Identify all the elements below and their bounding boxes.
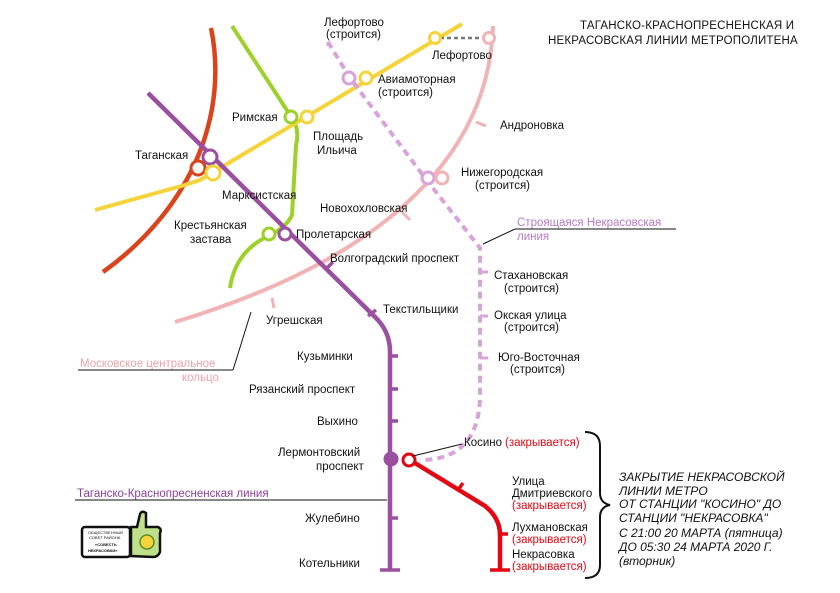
taganskaya-transfer (189, 148, 222, 182)
label-ploshchad-ilyicha-1: Площадь (313, 131, 363, 143)
notice-line-6: ДО 05:30 24 МАРТА 2020 Г. (617, 540, 772, 554)
nekrasovka-construction-line (326, 40, 482, 462)
label-krestyanskaya-2: застава (190, 234, 232, 246)
notice-line-1: ЗАКРЫТИЕ НЕКРАСОВСКОЙ (619, 468, 785, 484)
label-okskaya-1: Окская улица (494, 310, 567, 322)
legend-nekrasovka-2: линия (517, 231, 549, 243)
mck-legend-leader (232, 311, 252, 371)
label-nekrasovka: Некрасовка (512, 549, 575, 561)
notice-line-3: ОТ СТАНЦИИ "КОСИНО" ДО (619, 497, 781, 511)
label-dmitrievskogo-2: Дмитриевского (512, 488, 592, 500)
label-marksistskaya: Марксистская (222, 190, 296, 202)
label-yugo-vostochnaya-1: Юго-Восточная (498, 352, 580, 364)
notice-line-4: СТАНЦИИ "НЕКРАСОВКА" (619, 511, 768, 525)
label-lefortovo-construction-1: Лефортово (324, 17, 384, 29)
label-zhulebino: Жулебино (305, 513, 360, 525)
mck-tick-novokhokhlovskaya (400, 210, 412, 222)
label-proletarskaya: Пролетарская (296, 229, 371, 241)
kosino-leader (412, 443, 463, 457)
label-kosino: Косино(закрывается) (464, 437, 580, 449)
label-novokhokhlovskaya: Новохохловская (320, 203, 407, 215)
legend-tkl: Таганско-Краснопресненская линия (77, 488, 269, 500)
label-yugo-vostochnaya-2: (строится) (510, 364, 565, 376)
lermontovsky-kosino-transfer (383, 451, 417, 468)
legend-mck-2: кольцо (182, 372, 219, 384)
koltsevaya-line (101, 27, 218, 274)
label-nizhegorodskaya-1: Нижегородская (461, 167, 543, 179)
rimskaya-transfer (283, 109, 315, 125)
label-kosino-status: (закрывается) (505, 437, 580, 449)
closure-tick-dmitrievskogo (456, 481, 465, 492)
mck-line (174, 25, 495, 324)
nizhegorodskaya-transfer (420, 170, 450, 186)
label-volgogradsky: Волгоградский проспект (330, 253, 460, 265)
lefortovo-transfer (428, 31, 496, 45)
label-lefortovo: Лефортово (432, 50, 492, 62)
label-okskaya-2: (строится) (504, 322, 559, 334)
legend-nekrasovka-1: Строящаяся Некрасовская (517, 217, 661, 229)
title-line-1: ТАГАНСКО-КРАСНОПРЕСНЕНСКАЯ И (580, 20, 794, 32)
label-lefortovo-construction-2: (строится) (326, 29, 381, 41)
notice-bracket (584, 431, 611, 579)
label-lermontovsky-1: Лермонтовский (278, 447, 360, 459)
label-andronovka: Андроновка (500, 120, 565, 132)
label-stakhanovskaya-2: (строится) (504, 283, 559, 295)
label-vykhino: Выхино (317, 416, 358, 428)
label-kuzminki: Кузьминки (297, 351, 353, 363)
label-dmitrievskogo-status: (закрывается) (512, 500, 587, 512)
label-lukhmanovskaya: Лухмановская (512, 522, 588, 534)
logo-text-2: СОВЕТ РАЙОНА (89, 535, 121, 540)
label-ugreshskaya: Угрешская (266, 315, 323, 327)
label-kotelniki: Котельники (299, 558, 360, 570)
label-ryazansky: Рязанский проспект (249, 384, 356, 396)
closure-segment-line (408, 458, 503, 570)
label-aviamotornaya-1: Авиамоторная (378, 74, 456, 86)
logo-text-3: «СОВЕСТЬ (95, 542, 117, 547)
tkl-tick-volgogradsky (325, 260, 335, 270)
notice-line-7: (вторник) (619, 554, 675, 568)
label-taganskaya: Таганская (135, 150, 188, 162)
mck-tick-andronovka (475, 120, 487, 128)
label-kosino-name: Косино (464, 437, 502, 449)
notice-line-2: ЛИНИИ МЕТРО (618, 484, 708, 498)
label-stakhanovskaya-1: Стахановская (494, 270, 568, 282)
label-lermontovsky-2: проспект (316, 461, 365, 473)
proletarskaya-transfer (261, 226, 293, 242)
sovest-nekrasovki-logo: ОБЩЕСТВЕННЫЙ СОВЕТ РАЙОНА «СОВЕСТЬ НЕКРА… (80, 510, 162, 559)
legend-mck-1: Московское центральное (80, 358, 215, 370)
title-line-2: НЕКРАСОВСКАЯ ЛИНИИ МЕТРОПОЛИТЕНА (548, 35, 798, 47)
nekrasovka-legend-leader (482, 228, 516, 245)
emblem-icon (139, 534, 155, 550)
logo-text-1: ОБЩЕСТВЕННЫЙ (88, 530, 123, 535)
label-lukhmanovskaya-status: (закрывается) (512, 534, 587, 546)
label-dmitrievskogo-1: Улица (512, 476, 545, 488)
label-ploshchad-ilyicha-2: Ильича (317, 145, 357, 157)
label-krestyanskaya-1: Крестьянская (174, 220, 247, 232)
aviamotornaya-transfer (341, 70, 374, 86)
label-tekstilshchiki: Текстильщики (383, 304, 458, 316)
kalininskaya-line (94, 22, 464, 212)
mck-tick-ugreshskaya (270, 297, 276, 309)
notice-line-5: С 21:00 20 МАРТА (пятница) (619, 526, 783, 540)
label-nizhegorodskaya-2: (строится) (475, 180, 530, 192)
logo-text-4: НЕКРАСОВКИ» (88, 548, 118, 553)
tkl-line (146, 91, 393, 570)
label-aviamotornaya-2: (строится) (378, 87, 433, 99)
tkl-tick-tekstilshchiki (366, 308, 378, 318)
label-rimskaya: Римская (232, 112, 278, 124)
label-nekrasovka-status: (закрывается) (512, 561, 587, 573)
